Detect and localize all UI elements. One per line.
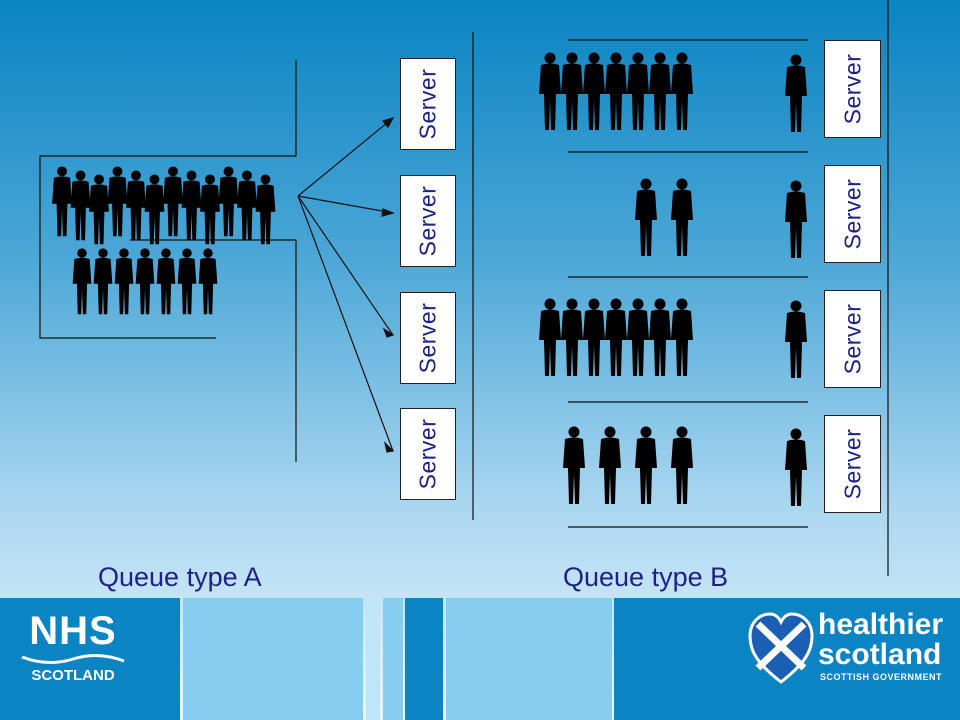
server-label: Server [414, 68, 441, 140]
server-box-b-3: Server [824, 290, 881, 388]
footer-block [383, 598, 403, 720]
server-label: Server [414, 418, 441, 490]
person-silhouette [237, 170, 257, 241]
server-box-b-1: Server [824, 40, 881, 138]
person-silhouette [583, 298, 605, 376]
person-silhouette [605, 298, 627, 376]
server-label: Server [839, 428, 865, 500]
server-box-a-3: Server [400, 292, 456, 384]
nhs-wave-icon [21, 654, 125, 664]
healthier-logo-line1: healthier [818, 608, 944, 641]
person-silhouette [583, 52, 605, 130]
people-silhouettes [52, 52, 807, 506]
footer-block [446, 598, 612, 720]
person-silhouette [200, 174, 220, 245]
queue-diagram [39, 0, 889, 576]
server-box-a-2: Server [400, 175, 456, 267]
person-silhouette [561, 298, 583, 376]
queue-a-arrows [297, 117, 395, 453]
saltire-heart-icon [748, 612, 814, 684]
person-silhouette [785, 300, 807, 378]
person-silhouette [785, 428, 807, 506]
person-silhouette [649, 52, 671, 130]
queue-b-lines [472, 0, 889, 576]
person-silhouette [70, 170, 91, 241]
person-silhouette [198, 248, 218, 315]
server-label: Server [839, 53, 865, 125]
queue-a-title: Queue type A [98, 562, 262, 592]
nhs-logo-subtitle: SCOTLAND [31, 667, 115, 684]
footer-block [183, 598, 363, 720]
person-silhouette [135, 248, 155, 315]
person-silhouette [627, 52, 649, 130]
person-silhouette [627, 298, 649, 376]
queue-b-title: Queue type B [563, 562, 729, 592]
person-silhouette [785, 54, 807, 132]
person-silhouette [671, 178, 693, 256]
person-silhouette [144, 174, 165, 245]
person-silhouette [89, 174, 109, 245]
server-box-a-1: Server [400, 58, 456, 150]
server-label: Server [414, 185, 441, 257]
person-silhouette [563, 426, 585, 504]
person-silhouette [635, 178, 657, 256]
person-silhouette [649, 298, 671, 376]
person-silhouette [671, 298, 693, 376]
person-silhouette [785, 180, 807, 258]
person-silhouette [163, 166, 183, 237]
person-silhouette [599, 426, 621, 504]
server-label: Server [839, 178, 865, 250]
person-silhouette [671, 426, 693, 504]
healthier-logo-line2: scotland [818, 638, 942, 671]
server-label: Server [839, 303, 865, 375]
footer-block [366, 598, 380, 720]
nhs-logo-text: NHS [29, 609, 117, 653]
person-silhouette [561, 52, 583, 130]
person-silhouette [107, 166, 128, 237]
person-silhouette [52, 166, 72, 237]
person-silhouette [177, 248, 197, 315]
person-silhouette [114, 248, 134, 315]
nhs-scotland-logo: NHS SCOTLAND [14, 605, 132, 687]
person-silhouette [539, 298, 561, 376]
server-box-b-4: Server [824, 415, 881, 513]
person-silhouette [93, 248, 113, 315]
person-silhouette [181, 170, 202, 241]
footer-block [405, 598, 443, 720]
person-silhouette [255, 174, 276, 245]
person-silhouette [218, 166, 239, 237]
server-box-a-4: Server [400, 408, 456, 500]
person-silhouette [635, 426, 657, 504]
person-silhouette [605, 52, 627, 130]
healthier-scotland-logo: healthier scotland SCOTTISH GOVERNMENT [748, 606, 948, 692]
person-silhouette [156, 248, 176, 315]
person-silhouette [72, 248, 92, 315]
server-box-b-2: Server [824, 165, 881, 263]
server-label: Server [414, 302, 441, 374]
person-silhouette [671, 52, 693, 130]
scottish-government-text: SCOTTISH GOVERNMENT [820, 672, 943, 682]
person-silhouette [126, 170, 146, 241]
person-silhouette [539, 52, 561, 130]
